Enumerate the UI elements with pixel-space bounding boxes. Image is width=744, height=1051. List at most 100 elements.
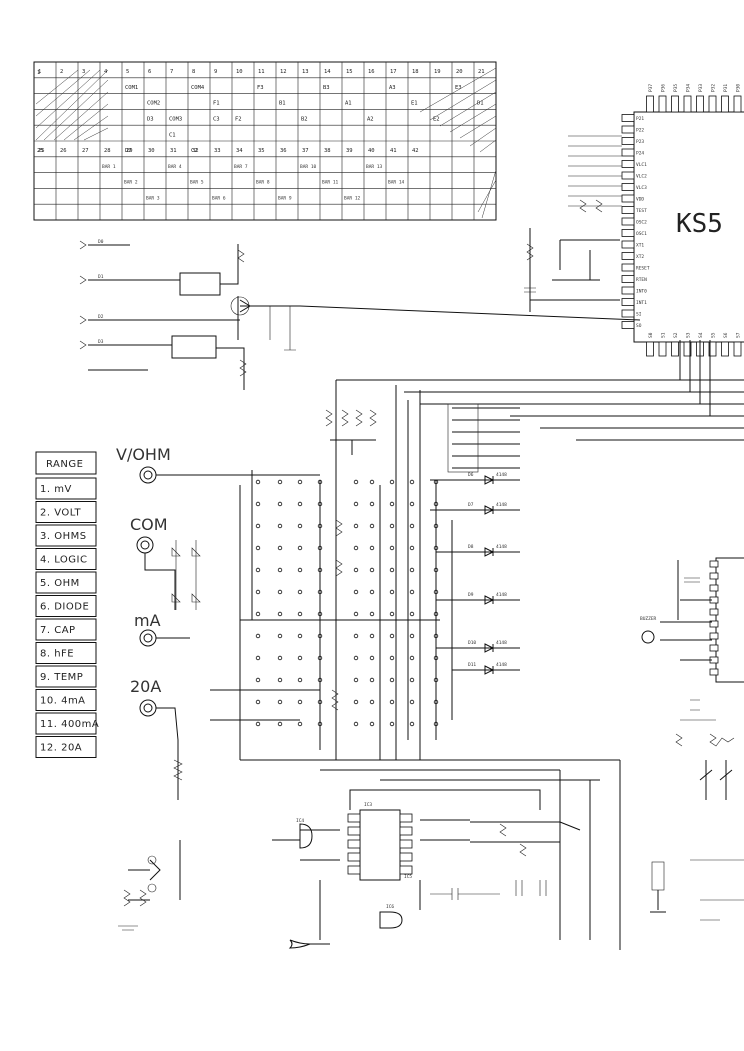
chip-pin <box>708 95 717 113</box>
lcd-header-cell: 30 <box>148 148 155 154</box>
chip-pin <box>671 341 679 357</box>
lcd-segment-cell: D3 <box>147 116 154 122</box>
switch-contact <box>277 699 283 705</box>
chip-pin-label: S5 <box>711 332 717 338</box>
switch-contact <box>353 523 359 529</box>
lcd-segment-cell: E3 <box>455 85 462 91</box>
chip-pin <box>621 194 635 203</box>
lcd-segment-cell: COM3 <box>169 116 182 122</box>
ic-pin <box>347 852 361 862</box>
ic-pin <box>347 865 361 875</box>
chip-pin-label: S2 <box>673 332 679 338</box>
chip-pin-label: S4 <box>698 332 704 338</box>
lcd-bar-cell: BAR 4 <box>168 164 182 170</box>
chip-pin <box>621 309 635 318</box>
chip-pin-label: P37 <box>648 84 654 92</box>
switch-contact <box>297 677 303 683</box>
lcd-header-cell: 20 <box>456 69 463 75</box>
lcd-header-cell: 25 <box>38 148 45 154</box>
switch-contact <box>369 501 375 507</box>
chip-pin-label: P30 <box>736 84 742 92</box>
diode-label: D6 <box>468 472 474 478</box>
lcd-header-cell: 5 <box>126 69 129 75</box>
switch-contact <box>353 479 359 485</box>
lcd-header-cell: 12 <box>280 69 287 75</box>
lcd-header-cell: 11 <box>258 69 265 75</box>
switch-contact <box>369 479 375 485</box>
range-row-label: 10. 4mA <box>40 696 86 707</box>
timer-pin <box>709 632 719 640</box>
chip-pin-label: INT1 <box>636 300 647 306</box>
lcd-header-cell: 19 <box>434 69 441 75</box>
chip-pin-label: P32 <box>711 84 717 92</box>
chip-pin <box>733 95 742 113</box>
ic-pin <box>399 839 413 849</box>
diode-label: D9 <box>468 592 474 598</box>
lcd-header-cell: 3 <box>82 69 85 75</box>
lcd-header-cell: 6 <box>148 69 151 75</box>
diode-symbol <box>484 547 495 557</box>
timer-pin <box>709 608 719 616</box>
switch-contact <box>389 567 395 573</box>
switch-contact <box>353 501 359 507</box>
chip-pin-label: INT0 <box>636 289 647 295</box>
lcd-header-cell: 16 <box>368 69 375 75</box>
diode-label: D8 <box>468 544 474 550</box>
chip-pin-label: RESET <box>636 266 650 272</box>
switch-contact <box>389 545 395 551</box>
lcd-segment-cell: D2 <box>125 148 132 154</box>
chip-pin <box>621 217 635 226</box>
switch-contact <box>409 699 415 705</box>
diode-part-label: 4148 <box>496 544 507 550</box>
switch-contact <box>277 721 283 727</box>
keypad-pin-label: D1 <box>98 274 104 280</box>
chip-pin-label: OSC2 <box>636 220 647 226</box>
chip-pin <box>696 95 704 113</box>
lcd-header-cell: 40 <box>368 148 375 154</box>
lcd-segment-cell: A2 <box>367 116 374 122</box>
lcd-segment-cell: C2 <box>191 148 198 154</box>
switch-contact <box>369 523 375 529</box>
chip-pin <box>646 341 654 357</box>
lcd-bar-cell: BAR 8 <box>256 180 270 186</box>
range-row-label: 1. mV <box>40 484 72 495</box>
chip-pin-label: P22 <box>636 128 644 134</box>
switch-contact <box>277 589 283 595</box>
keypad-pin-label: D3 <box>98 339 104 345</box>
chip-pin-label: VDD <box>636 197 644 203</box>
lcd-segment-cell: C3 <box>213 116 220 122</box>
switch-contact <box>389 633 395 639</box>
diode-part-label: 4148 <box>496 502 507 508</box>
switch-contact <box>409 611 415 617</box>
switch-contact <box>277 611 283 617</box>
range-row-label: 6. DIODE <box>40 602 89 613</box>
chip-pin <box>621 252 635 260</box>
terminal-com-label: COM <box>130 515 168 534</box>
range-row-label: 2. VOLT <box>40 508 81 519</box>
lcd-header-cell: 10 <box>236 69 243 75</box>
switch-contact <box>369 545 375 551</box>
chip-pin <box>621 321 635 329</box>
range-row-label: 7. CAP <box>40 625 76 636</box>
terminal-vohm-label: V/OHM <box>116 445 171 464</box>
switch-contact <box>297 501 303 507</box>
chip-pin-label: RTEN <box>636 277 647 283</box>
lcd-bar-cell: BAR 12 <box>344 195 361 201</box>
switch-contact <box>297 699 303 705</box>
lcd-header-cell: 29 <box>126 148 133 154</box>
switch-contact <box>255 501 261 507</box>
terminal-vohm-jack <box>139 466 157 484</box>
chip-pin <box>708 341 717 357</box>
lcd-header-cell: 42 <box>412 148 419 154</box>
switch-contact <box>389 611 395 617</box>
lcd-hatch-region <box>35 67 497 219</box>
lcd-header-cell: 38 <box>324 148 331 154</box>
diode-part-label: 4148 <box>496 592 507 598</box>
lcd-header-cell: 27 <box>82 148 89 154</box>
lcd-segment-table: 1234567891011121314151617181920212526272… <box>33 61 497 221</box>
switch-contact <box>353 611 359 617</box>
switch-contact <box>297 523 303 529</box>
mcu-chip-label: KS5 <box>676 209 723 239</box>
switch-contact <box>409 655 415 661</box>
